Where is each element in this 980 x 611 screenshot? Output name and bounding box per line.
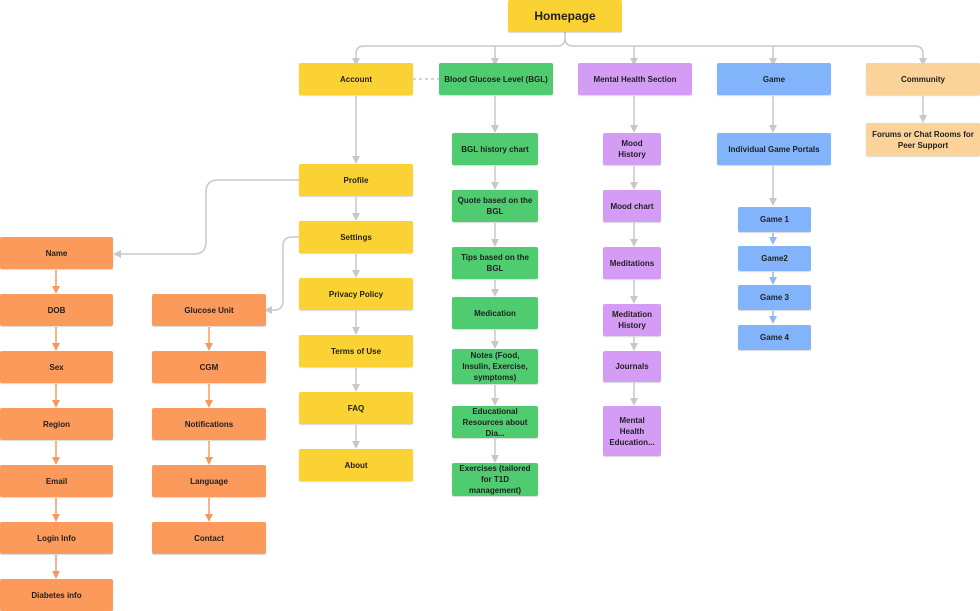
game-item-3: Game 3: [738, 285, 811, 310]
settings-field-glucose-unit: Glucose Unit: [152, 294, 266, 326]
mental-item-journals: Journals: [603, 351, 661, 382]
game-item-1: Game 1: [738, 207, 811, 232]
bgl-item-tips: Tips based on the BGL: [452, 247, 538, 279]
community-item-forums: Forums or Chat Rooms for Peer Support: [866, 123, 980, 156]
account-item-profile: Profile: [299, 164, 413, 196]
bgl-item-educational-resources: Educational Resources about Dia...: [452, 406, 538, 438]
profile-field-region: Region: [0, 408, 113, 440]
settings-field-cgm: CGM: [152, 351, 266, 383]
bgl-item-history-chart: BGL history chart: [452, 133, 538, 165]
bgl-item-notes: Notes (Food, Insulin, Exercise, symptoms…: [452, 349, 538, 384]
mental-item-education: Mental Health Education...: [603, 406, 661, 456]
account-item-faq: FAQ: [299, 392, 413, 424]
game-item-4: Game 4: [738, 325, 811, 350]
bgl-item-exercises: Exercises (tailored for T1D management): [452, 463, 538, 496]
bgl-item-quote: Quote based on the BGL: [452, 190, 538, 222]
profile-field-name: Name: [0, 237, 113, 269]
game-node: Game: [717, 63, 831, 95]
account-item-settings: Settings: [299, 221, 413, 253]
profile-field-email: Email: [0, 465, 113, 497]
profile-field-login-info: Login Info: [0, 522, 113, 554]
account-item-terms-of-use: Terms of Use: [299, 335, 413, 367]
game-item-portals: Individual Game Portals: [717, 133, 831, 165]
bgl-node: Blood Glucose Level (BGL): [439, 63, 553, 95]
game-item-2: Game2: [738, 246, 811, 271]
profile-link: [113, 179, 299, 258]
account-item-about: About: [299, 449, 413, 481]
profile-field-dob: DOB: [0, 294, 113, 326]
account-node: Account: [299, 63, 413, 95]
branch-line: [352, 32, 566, 66]
branch-line: [564, 37, 927, 66]
homepage-node: Homepage: [508, 0, 622, 32]
mental-item-meditations: Meditations: [603, 247, 661, 279]
profile-field-sex: Sex: [0, 351, 113, 383]
settings-field-notifications: Notifications: [152, 408, 266, 440]
mental-health-node: Mental Health Section: [578, 63, 692, 95]
settings-field-language: Language: [152, 465, 266, 497]
mental-item-mood-history: Mood History: [603, 133, 661, 165]
account-item-privacy-policy: Privacy Policy: [299, 278, 413, 310]
community-node: Community: [866, 63, 980, 95]
bgl-item-medication: Medication: [452, 297, 538, 329]
settings-field-contact: Contact: [152, 522, 266, 554]
mental-item-mood-chart: Mood chart: [603, 190, 661, 222]
mental-item-meditation-history: Meditation History: [603, 304, 661, 336]
settings-link: [264, 236, 299, 314]
profile-field-diabetes-info: Diabetes info: [0, 579, 113, 611]
